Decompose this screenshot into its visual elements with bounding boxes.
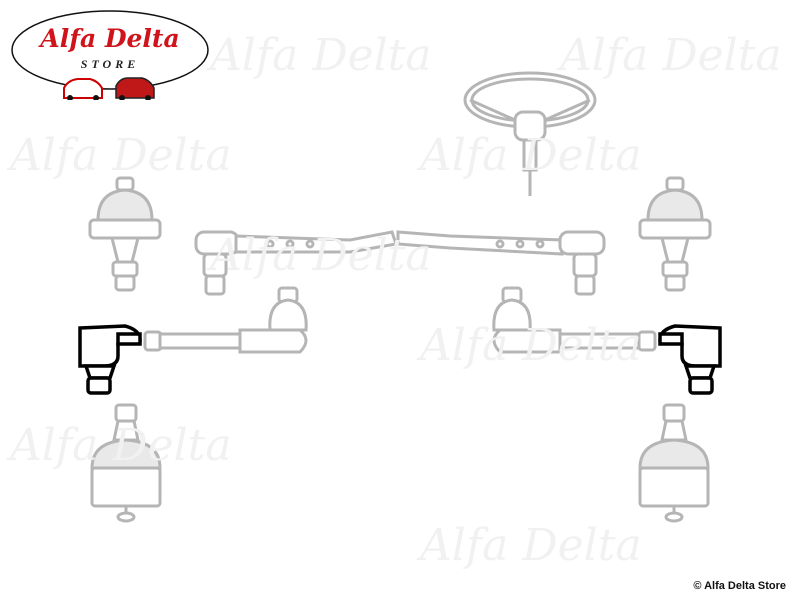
lower-ball-joint-left[interactable]	[90, 403, 162, 523]
car-icon	[63, 77, 155, 100]
svg-text:Alfa Delta: Alfa Delta	[38, 24, 179, 53]
steering-wheel[interactable]	[463, 71, 597, 196]
tie-rod-inner-left[interactable]	[143, 286, 308, 354]
svg-text:STORE: STORE	[81, 57, 139, 71]
outer-tie-rod-end-right[interactable]	[658, 324, 722, 395]
outer-tie-rod-end-left[interactable]	[78, 324, 142, 395]
center-tie-rod-left[interactable]	[194, 230, 398, 296]
upper-ball-joint-right[interactable]	[638, 176, 712, 292]
copyright-notice: © Alfa Delta Store	[693, 580, 786, 592]
tie-rod-inner-right[interactable]	[492, 286, 657, 354]
alfa-delta-store-logo[interactable]: Alfa Delta STORE	[10, 8, 210, 100]
upper-ball-joint-left[interactable]	[88, 176, 162, 292]
center-tie-rod-right[interactable]	[396, 230, 606, 296]
lower-ball-joint-right[interactable]	[638, 403, 710, 523]
